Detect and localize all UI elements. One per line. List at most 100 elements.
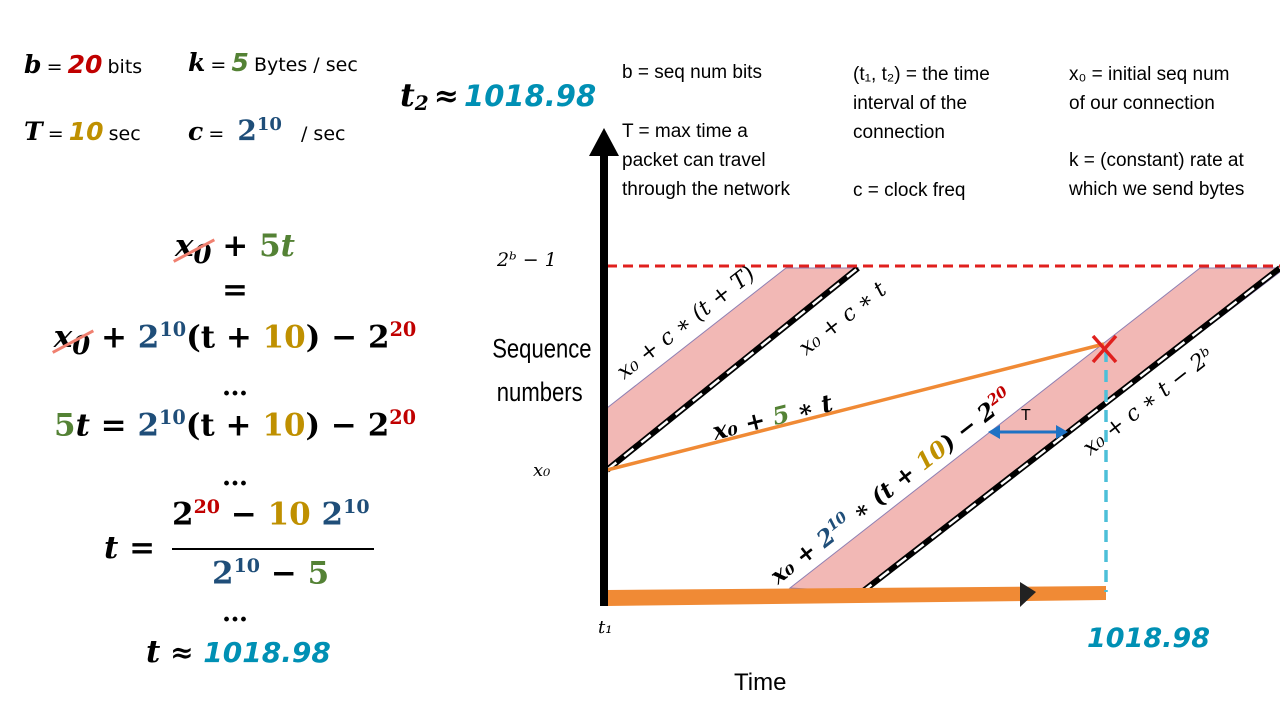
derivation-dots-3: … <box>222 598 248 628</box>
y-axis-title-1: Sequence <box>492 334 591 364</box>
note-b: b = seq num bits <box>622 62 762 83</box>
deriv2-ten: 10 <box>262 319 306 356</box>
den-exp: 10 <box>233 555 261 577</box>
param-c: c = 210 / sec <box>188 114 345 147</box>
derivation-dots-1: … <box>222 372 248 402</box>
deriv3-ten: 10 <box>262 407 306 444</box>
derivation-final: t ≈ 1018.98 <box>146 634 331 670</box>
param-T-var: T <box>24 117 43 146</box>
lower-seq-line-dash <box>861 267 1280 593</box>
num-minus: − <box>220 496 268 533</box>
struck-x0-1: x0 <box>175 228 211 270</box>
result-t2: t2 ≈ 1018.98 <box>400 76 596 115</box>
y-x0-label: x₀ <box>533 460 550 481</box>
num-exp2: 10 <box>343 496 370 518</box>
x-axis-title: Time <box>734 669 786 696</box>
deriv3-base2: 2 <box>367 407 390 444</box>
fraction-denominator: 210 − 5 <box>212 555 329 591</box>
param-k-var: k <box>188 48 206 77</box>
final-approx: ≈ <box>160 636 204 669</box>
send-line-prefix: x₀ + <box>708 403 776 446</box>
param-b-eq: = <box>46 56 63 78</box>
param-c-exp: 10 <box>256 113 282 135</box>
deriv3-coef: 5 <box>53 407 76 444</box>
param-c-unit: / sec <box>300 123 346 145</box>
send-rate-line <box>606 342 1105 472</box>
derivation-line-2: x0 + 210(t + 10) − 220 <box>0 318 470 362</box>
param-b: b = 20 bits <box>24 50 142 79</box>
derivation-line-1: x0 + 5t <box>0 228 470 270</box>
deriv2-exp: 10 <box>159 318 187 341</box>
param-b-unit: bits <box>107 56 143 78</box>
deriv2-exp2: 20 <box>389 318 417 341</box>
deriv3-t: t = <box>75 407 138 444</box>
param-c-base: 2 <box>237 114 257 147</box>
param-T: T = 10 sec <box>24 117 141 146</box>
deriv3-open: (t + <box>185 407 263 444</box>
num-exp: 20 <box>193 496 221 518</box>
param-k-unit: Bytes / sec <box>253 54 358 76</box>
T-arrow-left <box>988 425 1000 439</box>
den-five: 5 <box>307 555 330 592</box>
param-k: k = 5 Bytes / sec <box>188 48 358 77</box>
deriv-plus: + <box>222 228 260 264</box>
result-t2-value: 1018.98 <box>464 79 597 113</box>
note-x0: x₀ = initial seq num of our connection <box>1069 64 1230 114</box>
note-t-interval: (t₁, t₂) = the time interval of the conn… <box>853 64 990 143</box>
deriv2-base: 2 <box>137 319 160 356</box>
param-c-eq: = <box>208 123 225 145</box>
deriv-t: t <box>280 228 295 264</box>
deriv2-plus: + <box>100 319 138 356</box>
param-T-unit: sec <box>108 123 141 145</box>
param-k-eq: = <box>210 54 227 76</box>
time-interval-arrowhead <box>1020 582 1036 607</box>
send-line-k: 5 <box>769 399 792 431</box>
intersection-x-b <box>1091 334 1118 364</box>
deriv-coef-5: 5 <box>259 228 281 264</box>
derivation-dots-2: … <box>222 462 248 492</box>
y-top-label: 2ᵇ − 1 <box>496 249 557 271</box>
deriv2-close: ) − <box>305 319 368 356</box>
deriv3-close: ) − <box>305 407 368 444</box>
x-t1-label: t₁ <box>598 617 612 638</box>
upper-seq-line-dash <box>606 267 859 471</box>
deriv3-exp: 10 <box>159 406 186 429</box>
struck-x0-2: x0 <box>54 319 90 361</box>
result-t2-approx: ≈ <box>433 79 459 114</box>
x-result-label: 1018.98 <box>1087 623 1210 654</box>
fraction-bar <box>172 548 374 550</box>
param-k-value: 5 <box>231 48 249 77</box>
param-T-eq: = <box>47 123 64 145</box>
fraction-lhs: t = <box>104 530 156 566</box>
T-arrow-right <box>1056 425 1068 439</box>
y-axis <box>600 150 608 606</box>
deriv2-open: (t + <box>186 319 263 356</box>
num-base2: 2 <box>310 496 344 533</box>
result-t2-var: t <box>400 76 415 114</box>
note-k: k = (constant) rate at which we send byt… <box>1069 150 1245 200</box>
y-axis-title-2: numbers <box>497 378 583 408</box>
param-b-value: 20 <box>67 50 103 79</box>
note-c: c = clock freq <box>853 180 966 201</box>
deriv2-base2: 2 <box>367 319 390 356</box>
note-T: T = max time a packet can travel through… <box>622 121 790 200</box>
send-line-suffix: ∗ t <box>785 388 835 427</box>
param-c-var: c <box>188 117 204 146</box>
result-t2-sub: 2 <box>414 91 429 116</box>
fraction-numerator: 220 − 10 210 <box>172 496 370 532</box>
param-T-value: 10 <box>68 117 104 146</box>
num-ten: 10 <box>267 496 311 533</box>
deriv-equals-sign: = <box>222 272 248 308</box>
derivation-equals: = <box>0 272 470 308</box>
den-minus: − <box>260 555 308 592</box>
den-base: 2 <box>212 555 234 592</box>
param-b-var: b <box>24 50 42 79</box>
final-value: 1018.98 <box>203 636 331 669</box>
num-base: 2 <box>172 496 194 533</box>
y-axis-arrowhead <box>589 128 619 156</box>
derivation-line-3: 5t = 210(t + 10) − 220 <box>0 406 470 443</box>
deriv3-base: 2 <box>137 407 160 444</box>
send-line-label: x₀ + 5 ∗ t <box>708 388 835 446</box>
T-marker-label: T <box>1021 407 1031 424</box>
